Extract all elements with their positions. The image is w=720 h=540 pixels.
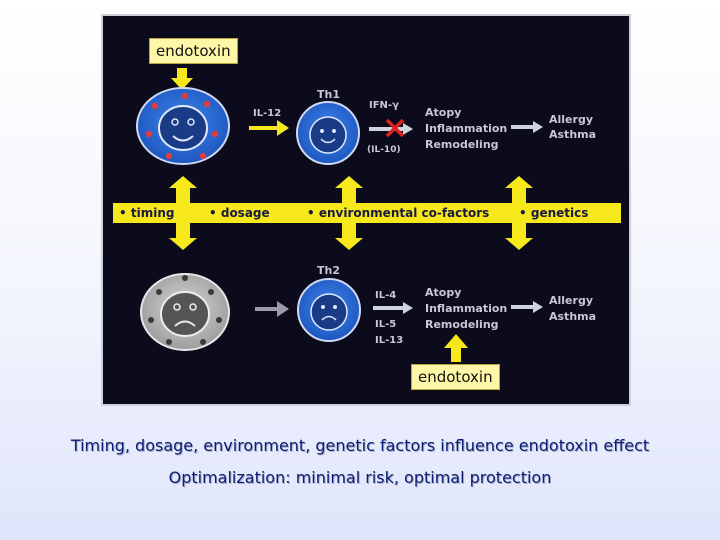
factor-bar (113, 203, 621, 223)
il12-label: IL-12 (253, 108, 281, 119)
arrow-th1-effects (369, 123, 413, 135)
il5-label: IL-5 (375, 319, 396, 330)
th1-outcome-asthma: Asthma (549, 128, 596, 141)
factor-dosage: • dosage (209, 206, 270, 220)
diagram-canvas: IL-12 Th1 IFN-γ (IL-10) Atopy Inflammati… (113, 68, 621, 362)
endotoxin-arrow-up (444, 334, 468, 362)
endotoxin-label-top: endotoxin (149, 38, 238, 64)
endotoxin-arrow-down (171, 68, 193, 90)
endotoxin-label-bottom: endotoxin (411, 364, 500, 390)
arrow-th2-outcome (511, 301, 543, 313)
th1-outcome-allergy: Allergy (549, 113, 593, 126)
dendritic-cell-happy (136, 87, 230, 165)
th1-effect-inflammation: Inflammation (425, 122, 507, 135)
factor-genetics: • genetics (519, 206, 588, 220)
caption-line-2: Optimalization: minimal risk, optimal pr… (168, 468, 552, 487)
arrow-to-th1 (249, 120, 289, 136)
arrow-th2-effects (373, 302, 413, 314)
arrow-to-th2 (255, 301, 289, 317)
th1-effect-atopy: Atopy (425, 106, 461, 119)
caption-line-1: Timing, dosage, environment, genetic fac… (70, 436, 650, 455)
inhibition-cross (385, 118, 405, 138)
factor-environmental: • environmental co-factors (307, 206, 489, 220)
th1-effect-remodeling: Remodeling (425, 138, 499, 151)
th2-effect-inflammation: Inflammation (425, 302, 507, 315)
il4-label: IL-4 (375, 290, 396, 301)
th1-label: Th1 (317, 88, 340, 101)
factor-timing: • timing (119, 206, 174, 220)
th2-outcome-asthma: Asthma (549, 310, 596, 323)
il13-label: IL-13 (375, 335, 403, 346)
ifn-gamma-label: IFN-γ (369, 100, 399, 111)
th2-outcome-allergy: Allergy (549, 294, 593, 307)
immune-response-diagram: IL-12 Th1 IFN-γ (IL-10) Atopy Inflammati… (101, 14, 631, 406)
th2-label: Th2 (317, 264, 340, 277)
il10-label: (IL-10) (367, 145, 401, 155)
dendritic-cell-sad (140, 273, 230, 351)
th2-effect-atopy: Atopy (425, 286, 461, 299)
th2-cell (297, 278, 361, 342)
vertical-double-arrows (169, 176, 533, 250)
arrow-th1-outcome (511, 121, 543, 133)
th1-cell (296, 101, 360, 165)
th2-effect-remodeling: Remodeling (425, 318, 499, 331)
